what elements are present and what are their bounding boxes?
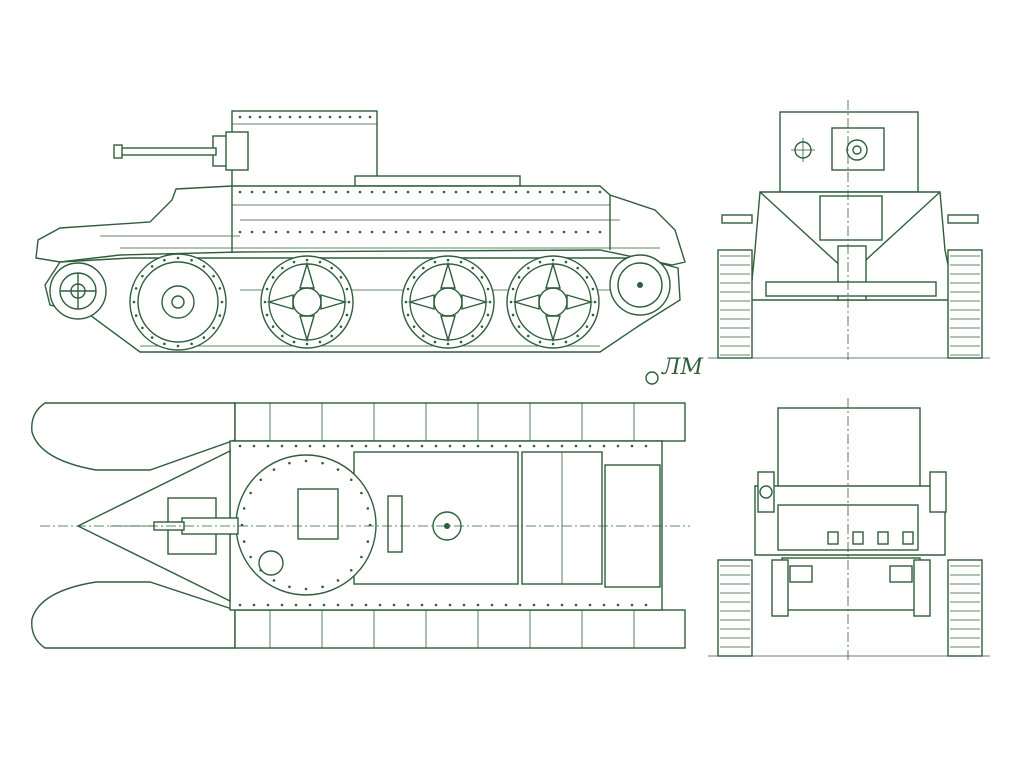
author-signature: ЛМ	[645, 355, 703, 385]
rear-view	[708, 398, 990, 660]
rear-exhaust-ports	[827, 531, 914, 545]
front-vision-port	[791, 138, 815, 162]
rear-idler-wheel	[49, 262, 107, 320]
front-left-track	[717, 249, 753, 359]
road-wheel-2	[260, 255, 354, 349]
rear-right-track	[947, 559, 983, 657]
top-left-fender	[31, 402, 236, 471]
side-turret	[113, 110, 521, 188]
signature-text: ЛМ	[661, 355, 703, 380]
top-right-fender	[31, 581, 236, 649]
front-view	[708, 100, 990, 360]
top-view	[31, 402, 690, 649]
road-wheel-4	[506, 255, 600, 349]
side-hull	[35, 185, 686, 266]
road-wheel-3	[401, 255, 495, 349]
front-right-track	[947, 249, 983, 359]
drive-sprocket	[609, 254, 671, 316]
front-gun-mantlet	[831, 127, 885, 171]
top-right-track	[234, 609, 686, 649]
side-view	[35, 110, 686, 353]
rear-left-track	[717, 559, 753, 657]
top-left-track	[234, 402, 686, 442]
road-wheel-1	[129, 253, 227, 351]
